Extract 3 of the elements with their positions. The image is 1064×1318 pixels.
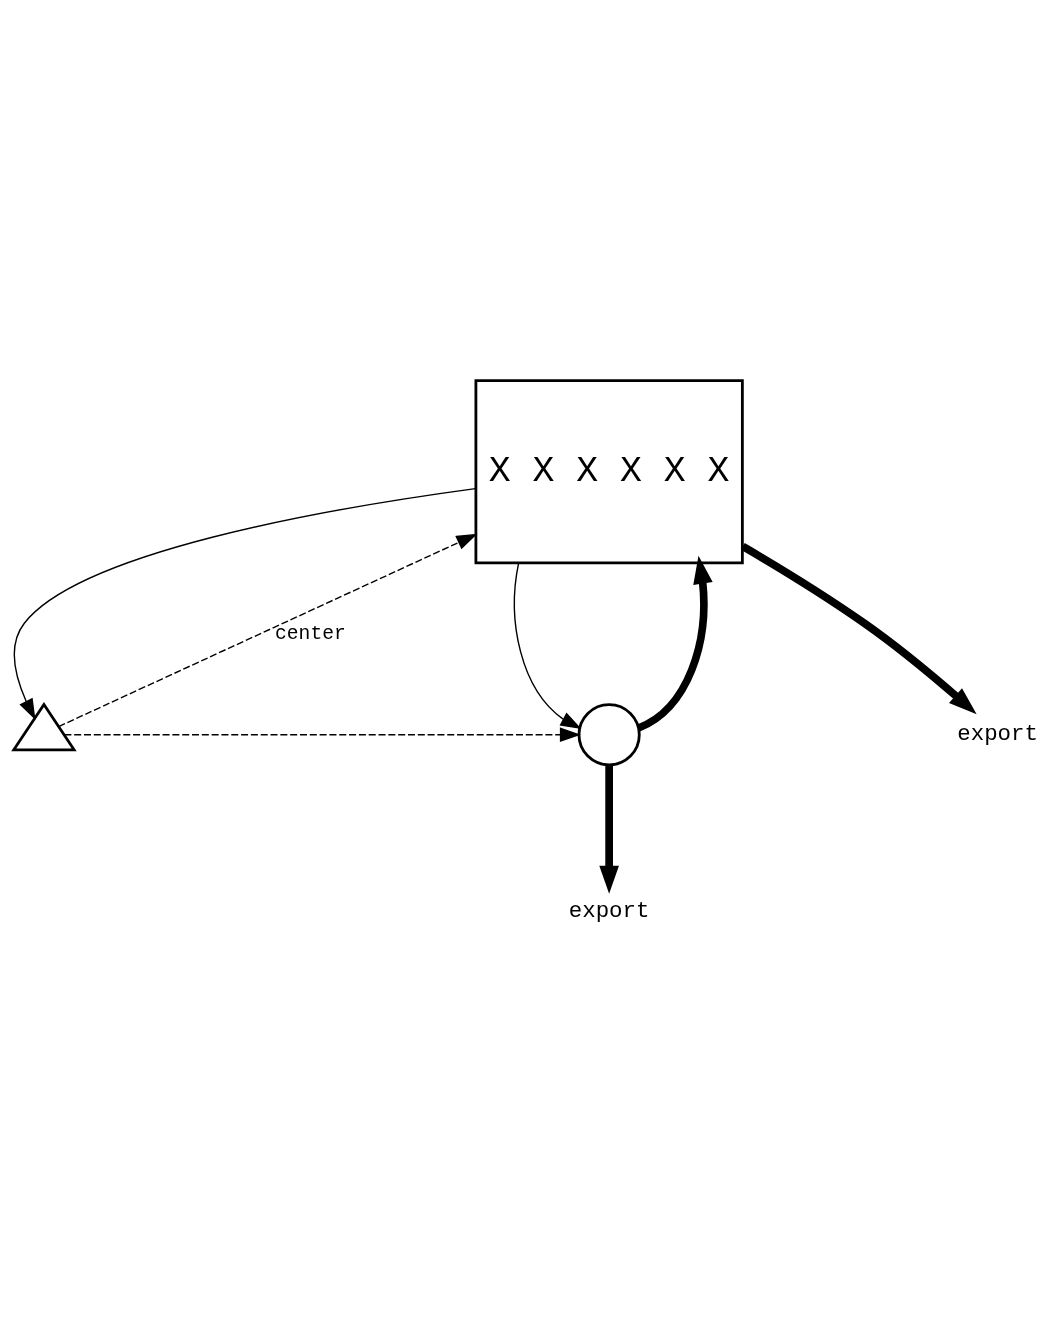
node-text: export: [568, 898, 650, 925]
node-text: export: [957, 721, 1038, 748]
edge-label: center: [275, 622, 346, 645]
